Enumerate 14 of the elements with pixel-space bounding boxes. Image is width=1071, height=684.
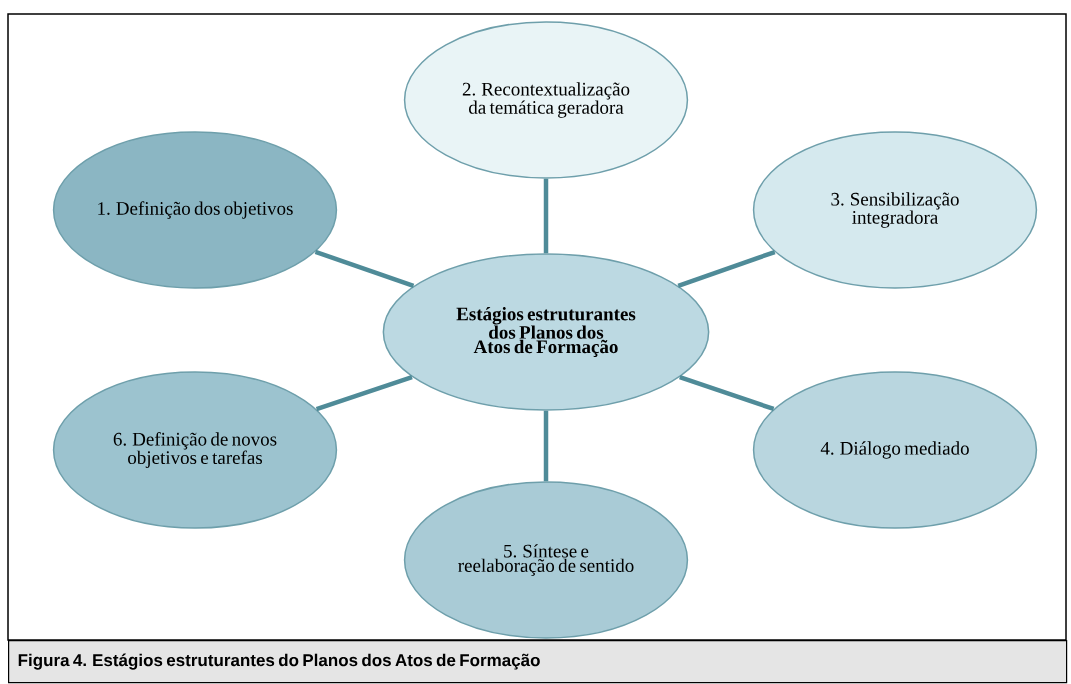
connector-line xyxy=(315,374,413,412)
connector-line xyxy=(543,410,549,482)
ellipse-node: 5. Síntese e reelaboração de sentido xyxy=(403,481,689,639)
ellipse-node: 3. Sensibilização integradora xyxy=(752,131,1038,289)
ellipse-node: 4. Diálogo mediado xyxy=(752,371,1038,529)
connector-line xyxy=(677,249,776,288)
connector-line xyxy=(679,375,775,412)
ellipse-node: 2. Recontextualização da temática geradora xyxy=(403,21,689,179)
connector-line xyxy=(543,178,549,254)
ellipse-node: Estágios estruturantes dos Planos dos Atos de Formação xyxy=(382,253,710,411)
ellipse-node: 6. Definição de novos objetivos e tarefas xyxy=(52,371,338,529)
connector-line xyxy=(314,249,415,289)
caption-bar: Figura 4. Estágios estruturantes do Planos dos Atos de Formação xyxy=(8,640,1068,684)
ellipse-node: 1. Definição dos objetivos xyxy=(52,131,338,289)
